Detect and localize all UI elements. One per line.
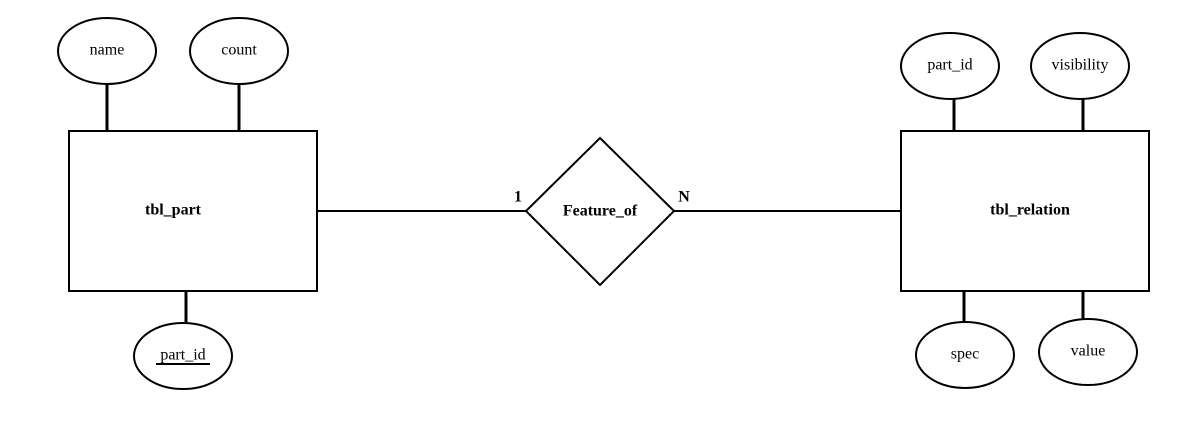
entity-label-left: tbl_part (145, 202, 202, 219)
attribute-shape (189, 17, 289, 85)
attribute-label: spec (951, 346, 979, 363)
attribute-visibility: visibility (1030, 32, 1130, 100)
attribute-label: name (90, 42, 125, 59)
entity-tbl-part: tbl_part (68, 130, 318, 292)
attribute-label: part_id (160, 347, 205, 364)
attribute-spec: spec (915, 321, 1015, 389)
attribute-part-id-left: part_id (133, 322, 233, 390)
cardinality-left: 1 (514, 189, 522, 206)
attribute-shape (1030, 32, 1130, 100)
attribute-shape (57, 17, 157, 85)
attribute-label: count (221, 42, 257, 59)
attribute-value: value (1038, 318, 1138, 386)
attribute-shape (133, 322, 233, 390)
attribute-label: visibility (1052, 57, 1109, 74)
attribute-shape (900, 32, 1000, 100)
attribute-shape (1038, 318, 1138, 386)
relationship-label: Feature_of (563, 203, 638, 220)
attribute-label: value (1071, 343, 1106, 360)
attribute-name: name (57, 17, 157, 85)
attribute-shape (915, 321, 1015, 389)
relationship-feature-of: Feature_of (524, 136, 676, 287)
entity-label-right: tbl_relation (990, 202, 1070, 219)
entity-box-right (900, 130, 1150, 292)
attribute-count: count (189, 17, 289, 85)
entity-tbl-relation: tbl_relation (900, 130, 1150, 292)
attribute-label: part_id (927, 57, 972, 74)
attribute-part-id-right: part_id (900, 32, 1000, 100)
cardinality-right: N (678, 189, 690, 206)
relationship-diamond (524, 136, 676, 287)
entity-box-left (68, 130, 318, 292)
